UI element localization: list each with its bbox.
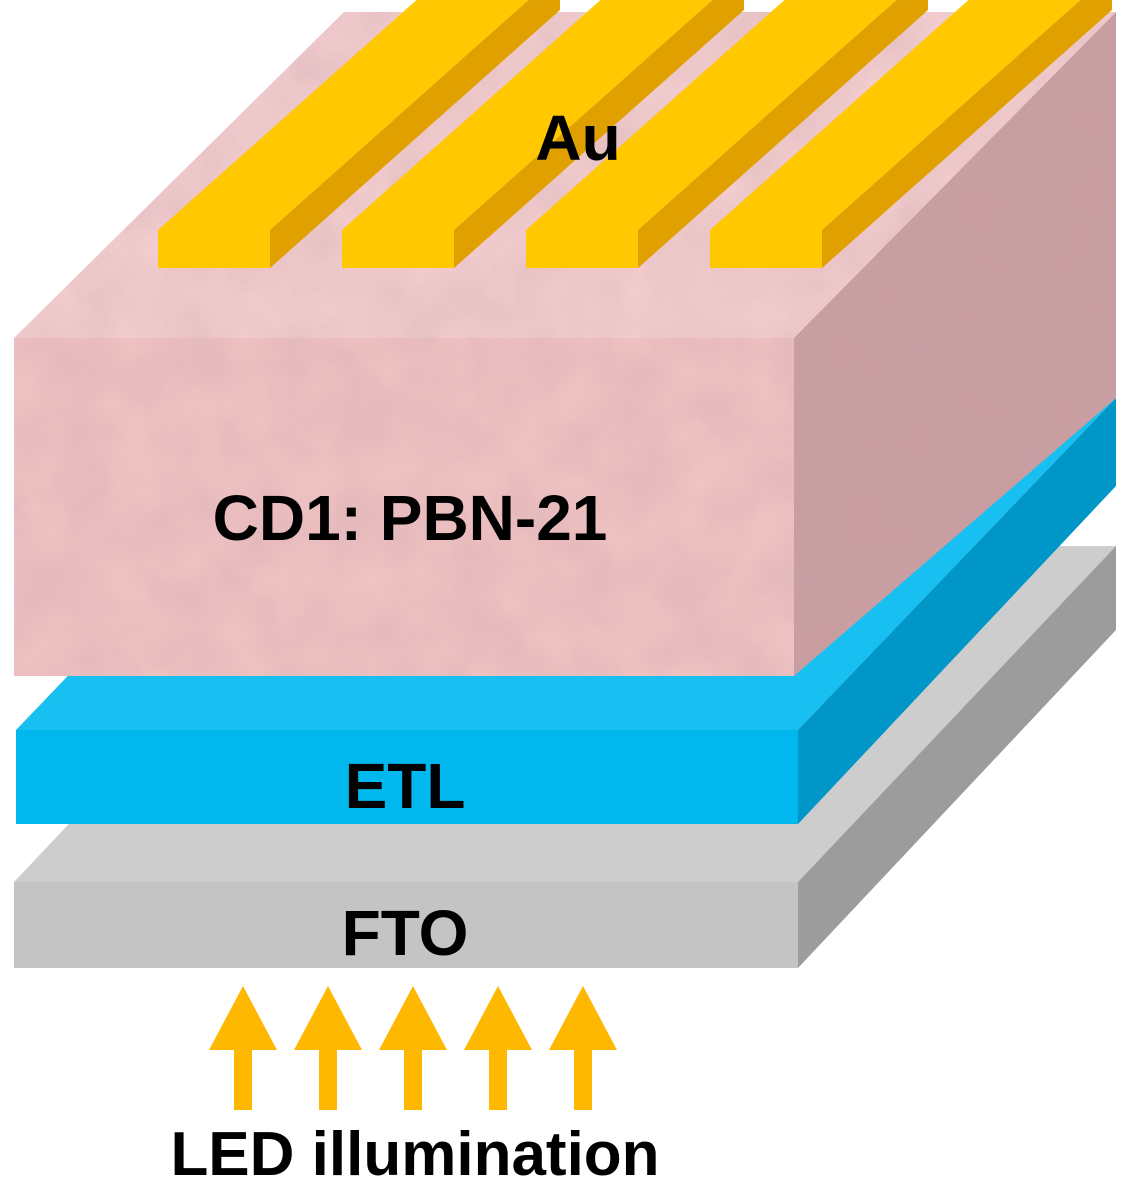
cd1-texture — [14, 12, 1116, 676]
led-illumination-label: LED illumination — [170, 1120, 659, 1189]
au-electrode-front — [158, 230, 270, 268]
etl-label: ETL — [345, 750, 466, 822]
au-electrode-top — [526, 0, 897, 230]
au-electrode-top — [158, 0, 529, 230]
fto-front-face — [14, 882, 798, 968]
etl-side-face — [798, 398, 1116, 824]
au-electrode — [710, 0, 1112, 268]
au-electrode-side — [270, 0, 560, 268]
fto-label: FTO — [342, 897, 469, 969]
au-electrode-top — [342, 0, 713, 230]
au-electrode-front — [526, 230, 638, 268]
up-arrow-icon — [209, 986, 277, 1110]
au-electrode — [158, 0, 560, 268]
up-arrow-icon — [464, 986, 532, 1110]
cd1-label: CD1: PBN-21 — [213, 482, 608, 554]
fto-side-face — [798, 546, 1116, 968]
au-electrode-side — [454, 0, 744, 268]
cd1-pbn21-layer: CD1: PBN-21 — [14, 12, 1116, 676]
up-arrow-icon — [549, 986, 617, 1110]
illumination-arrows — [209, 986, 617, 1110]
au-electrode-front — [710, 230, 822, 268]
au-electrode-side — [638, 0, 928, 268]
au-label: Au — [535, 102, 620, 174]
au-electrode-front — [342, 230, 454, 268]
au-electrode — [526, 0, 928, 268]
au-electrodes — [158, 0, 1112, 268]
up-arrow-icon — [379, 986, 447, 1110]
au-electrode-top — [710, 0, 1081, 230]
au-electrode-side — [822, 0, 1112, 268]
au-electrode — [342, 0, 744, 268]
etl-front-face — [16, 730, 798, 824]
up-arrow-icon — [294, 986, 362, 1110]
